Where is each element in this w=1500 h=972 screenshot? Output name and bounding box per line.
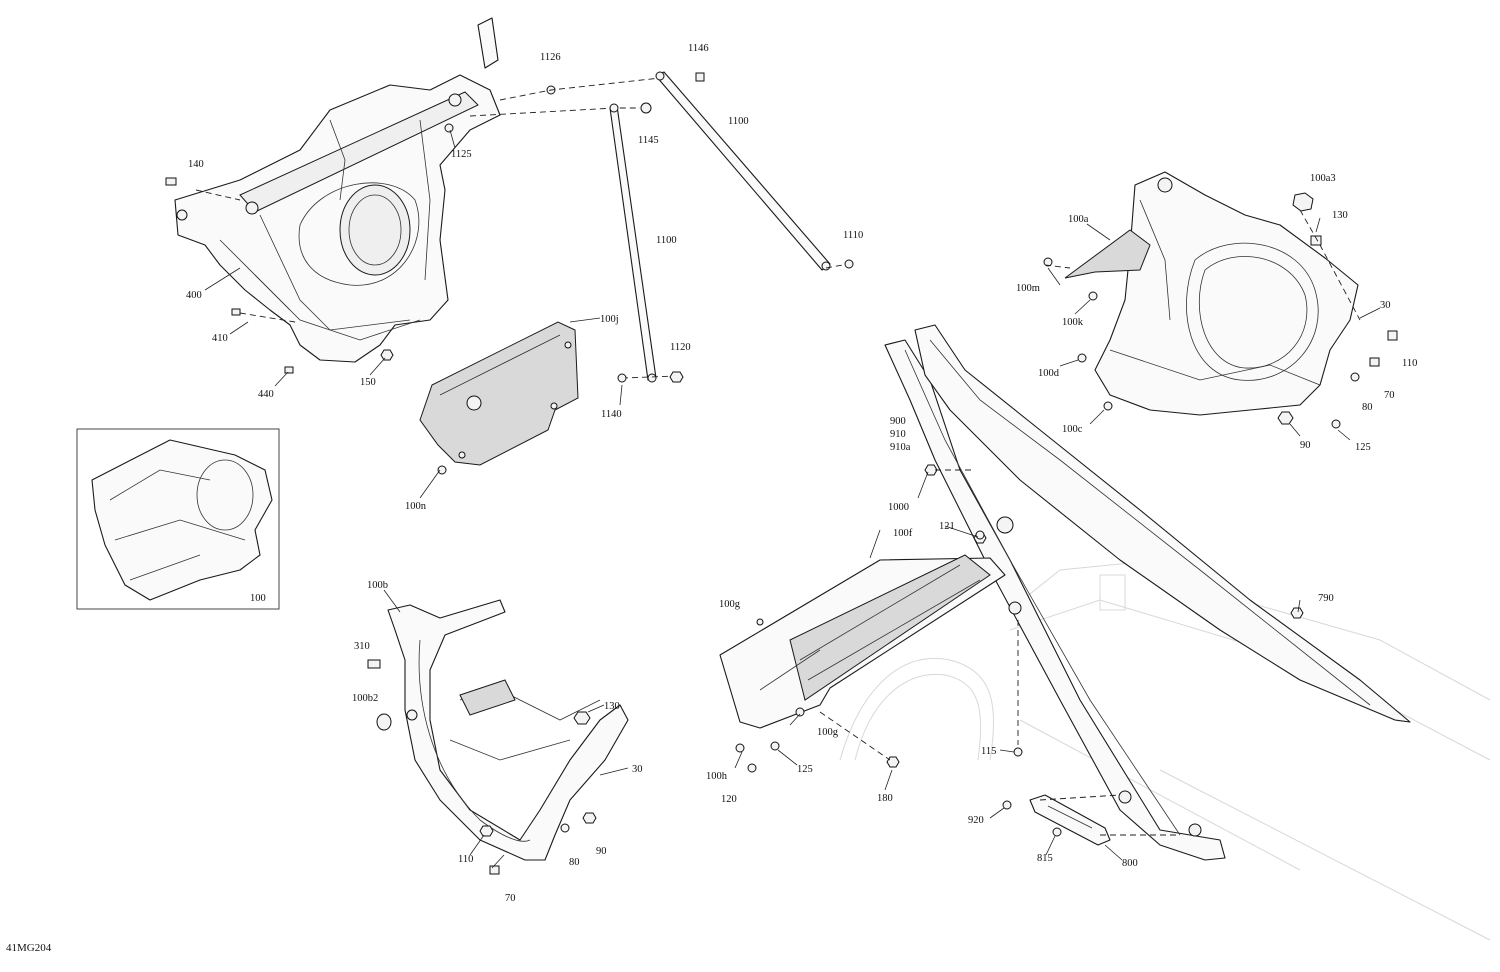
callout-1000: 1000 <box>888 502 909 513</box>
side-beam-900-910 <box>884 324 1411 861</box>
callout-150: 150 <box>360 377 376 388</box>
callout-30-right: 30 <box>1380 300 1391 311</box>
callout-130-right: 130 <box>1332 210 1348 221</box>
callout-1120: 1120 <box>670 342 691 353</box>
floor-panel-100f <box>719 530 1006 773</box>
callout-900: 900 <box>890 416 906 427</box>
callout-80-bottom: 80 <box>569 857 580 868</box>
callout-100b: 100b <box>367 580 388 591</box>
callout-815: 815 <box>1037 853 1053 864</box>
callout-115: 115 <box>981 746 996 757</box>
rod-1100-lower <box>609 103 684 383</box>
callout-180: 180 <box>877 793 893 804</box>
callout-90-bottom: 90 <box>596 846 607 857</box>
callout-125-right: 125 <box>1355 442 1371 453</box>
callout-140: 140 <box>188 159 204 170</box>
callout-100g-upper: 100g <box>719 599 741 610</box>
callout-100h: 100h <box>706 771 728 782</box>
callout-1126: 1126 <box>540 52 561 63</box>
callout-100n: 100n <box>405 501 427 512</box>
callout-1146: 1146 <box>688 43 709 54</box>
rod-1100-upper <box>655 71 854 271</box>
bracket-800 <box>1002 794 1180 846</box>
callout-125-middle: 125 <box>797 764 813 775</box>
callout-410: 410 <box>212 333 228 344</box>
inset-frame-100 <box>76 428 280 610</box>
callout-100a: 100a <box>1068 214 1089 225</box>
callout-440: 440 <box>258 389 274 400</box>
callout-100b2: 100b2 <box>352 693 378 704</box>
callout-800: 800 <box>1122 858 1138 869</box>
callout-100f: 100f <box>893 528 913 539</box>
callout-110-bottom: 110 <box>458 854 473 865</box>
callout-310: 310 <box>354 641 370 652</box>
front-frame-hardware <box>165 72 705 374</box>
callout-1100-lower: 1100 <box>656 235 677 246</box>
frame-100a-assembly <box>1043 171 1398 429</box>
callout-100d: 100d <box>1038 368 1060 379</box>
callout-920: 920 <box>968 815 984 826</box>
callout-100m: 100m <box>1016 283 1040 294</box>
callout-130-bottom: 130 <box>604 701 620 712</box>
side-frame-100b <box>367 599 629 875</box>
callout-121: 121 <box>939 521 955 532</box>
callout-80-right: 80 <box>1362 402 1373 413</box>
callout-100g-lower: 100g <box>817 727 839 738</box>
callout-120: 120 <box>721 794 737 805</box>
callout-labels: 1126 1146 1100 1145 1125 1100 1110 140 4… <box>6 43 1417 954</box>
callout-90-right: 90 <box>1300 440 1311 451</box>
front-frame-assembly-400 <box>174 17 501 363</box>
callout-30-bottom: 30 <box>632 764 643 775</box>
callout-1125: 1125 <box>451 149 472 160</box>
callout-910a: 910a <box>890 442 911 453</box>
plate-100j <box>419 321 579 475</box>
callout-100a3: 100a3 <box>1310 173 1336 184</box>
callout-1145: 1145 <box>638 135 659 146</box>
callout-1110: 1110 <box>843 230 863 241</box>
callout-100j: 100j <box>600 314 619 325</box>
callout-70-bottom: 70 <box>505 893 516 904</box>
diagram-code: 41MG204 <box>6 942 52 954</box>
callout-100k: 100k <box>1062 317 1084 328</box>
callout-100: 100 <box>250 593 266 604</box>
callout-70-right: 70 <box>1384 390 1395 401</box>
callout-1140: 1140 <box>601 409 622 420</box>
leader-lines <box>204 129 1381 869</box>
callout-110-right: 110 <box>1402 358 1417 369</box>
callout-1100-upper: 1100 <box>728 116 749 127</box>
callout-400: 400 <box>186 290 202 301</box>
callout-100c: 100c <box>1062 424 1083 435</box>
callout-790: 790 <box>1318 593 1334 604</box>
callout-910: 910 <box>890 429 906 440</box>
